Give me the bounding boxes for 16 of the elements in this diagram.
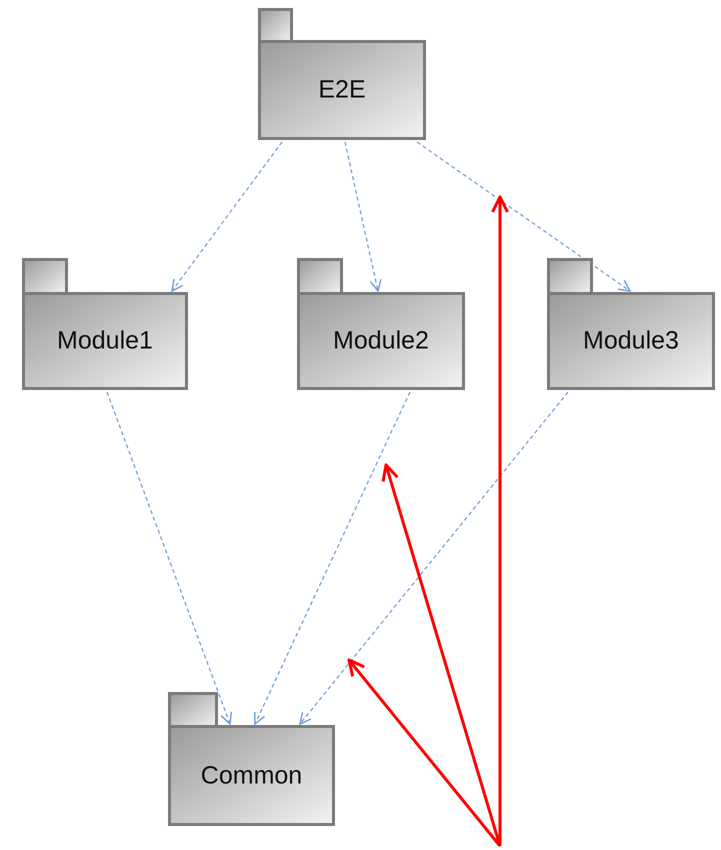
dependency-arrow	[171, 142, 282, 292]
dependency-arrow	[299, 392, 568, 725]
package-name: Common	[200, 761, 302, 790]
package-shape	[22, 258, 188, 390]
package-name: E2E	[318, 76, 366, 104]
dependency-arrow	[106, 392, 232, 725]
package-name: Module2	[333, 326, 429, 356]
package-shape	[297, 258, 465, 390]
package-shape	[258, 8, 426, 140]
dependency-arrow	[254, 392, 411, 725]
package-name: Module3	[583, 326, 679, 356]
dependency-arrow	[344, 142, 382, 292]
package-shape	[168, 692, 335, 826]
package-shape	[547, 258, 715, 390]
dependency-arrow	[416, 142, 631, 292]
package-name: Module1	[57, 326, 153, 356]
